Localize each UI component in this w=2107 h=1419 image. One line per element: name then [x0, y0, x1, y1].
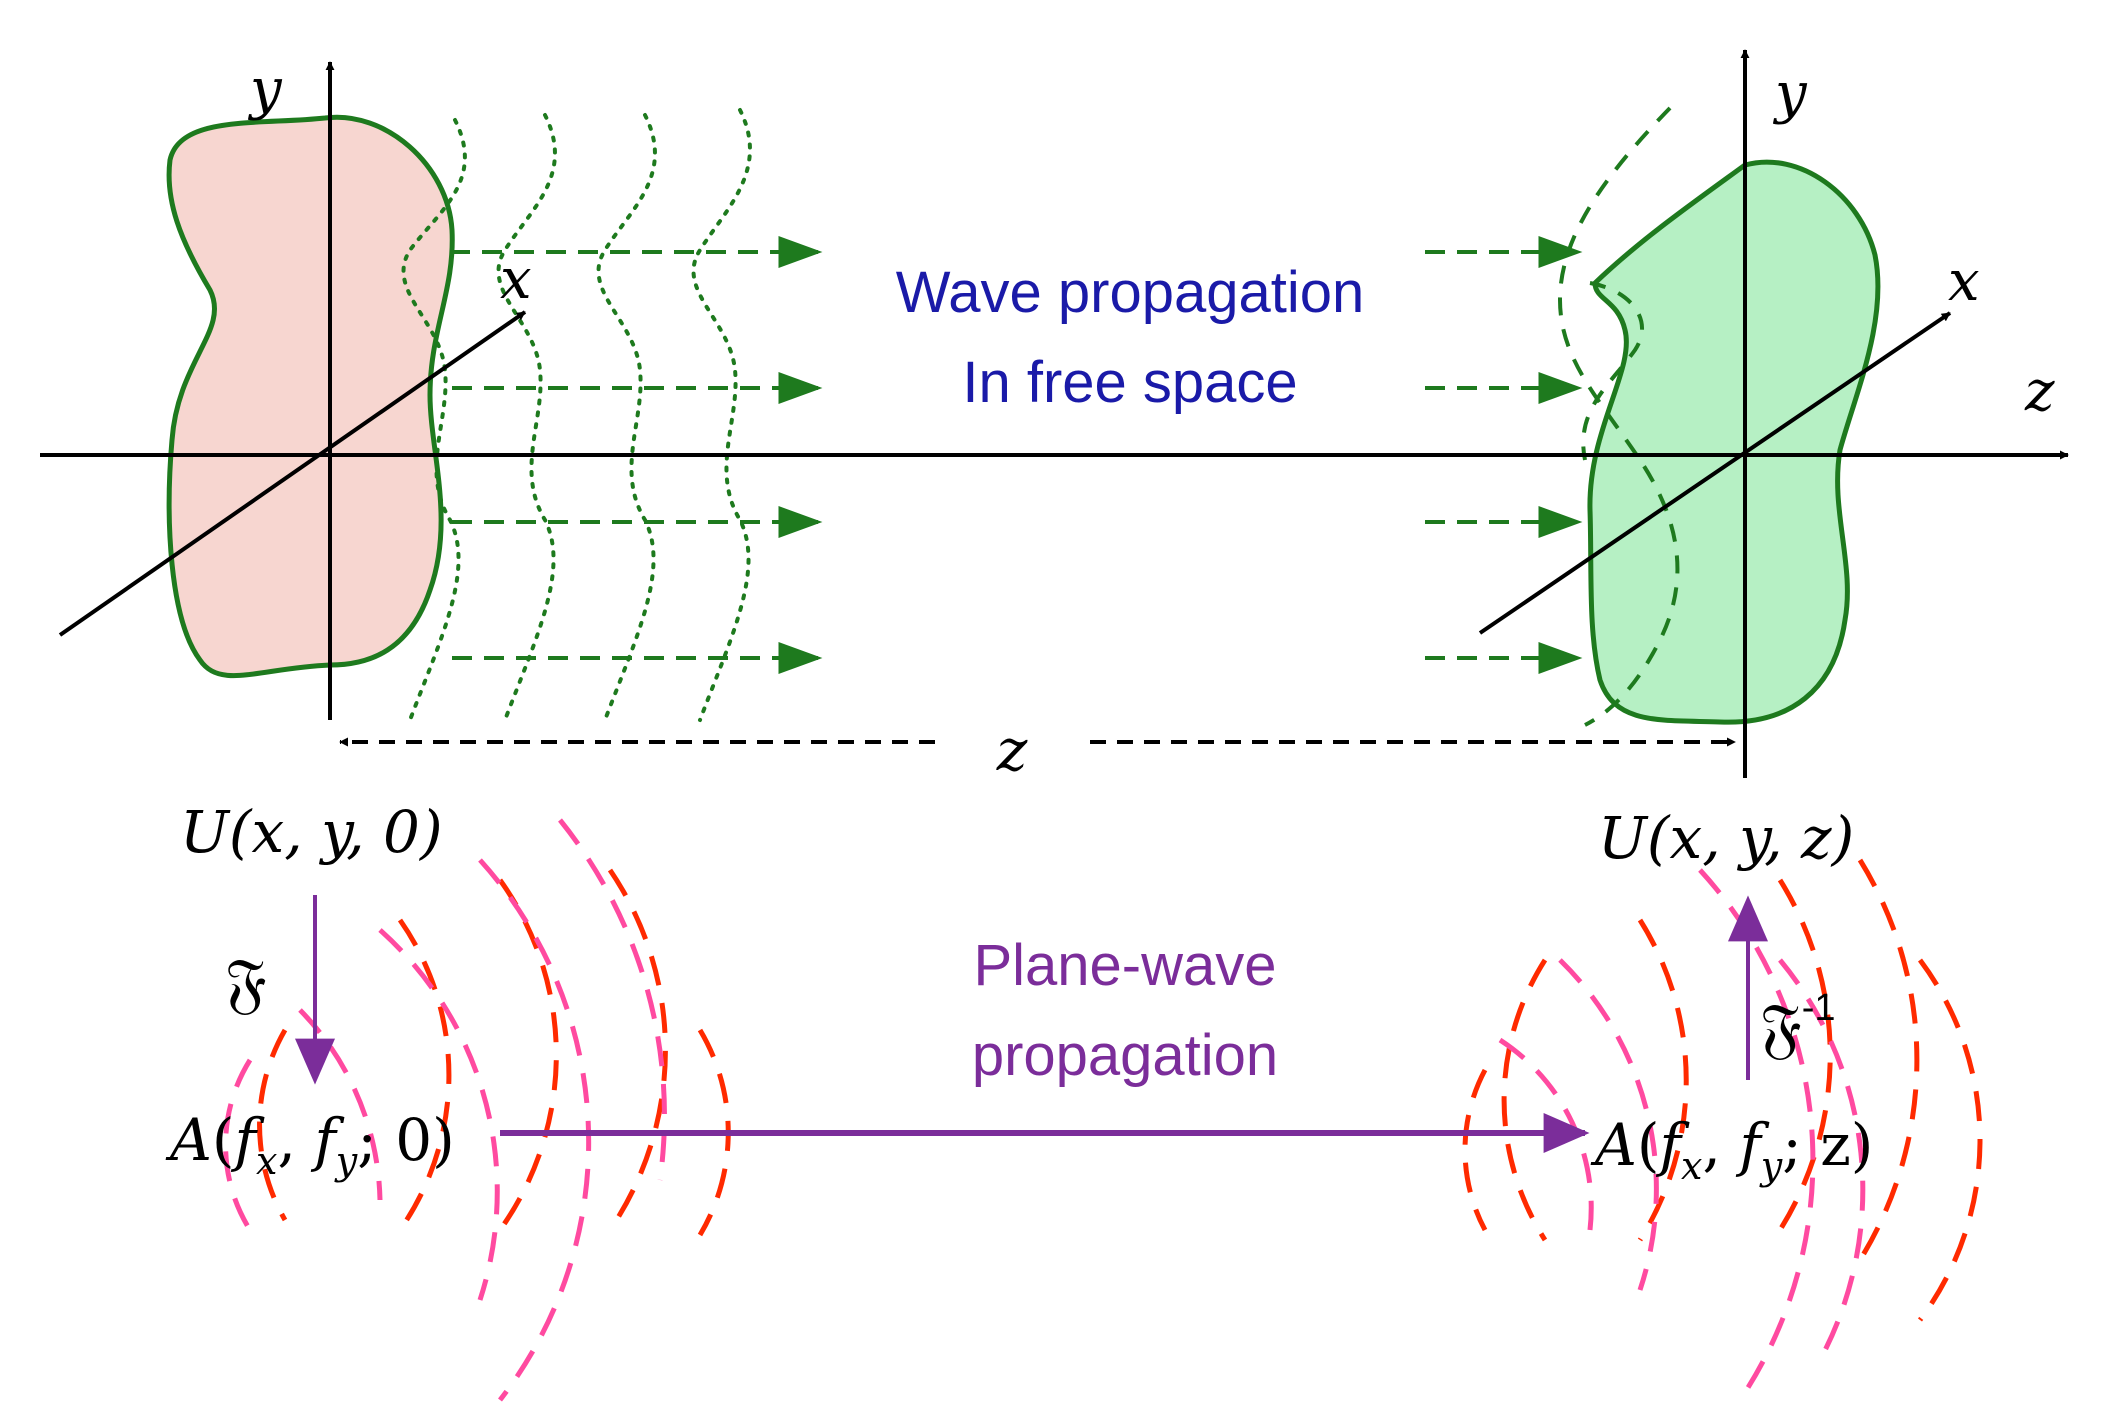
- target-dashed-wavefront-inner: [1581, 281, 1644, 461]
- plane-wave-title-line2: propagation: [972, 1023, 1278, 1088]
- right-arc-red-2: [1501, 958, 1548, 1242]
- target-plane: y x: [1478, 49, 1980, 778]
- right-arc-red-1: [1462, 1068, 1488, 1232]
- left-arc-pink-2: [378, 928, 500, 1301]
- right-arc-red-4: [1777, 878, 1833, 1232]
- right-spectrum-arcs: [1462, 858, 1983, 1402]
- source-x-label: x: [500, 247, 532, 312]
- source-x-axis: [58, 310, 527, 637]
- left-arc-red-3: [497, 878, 559, 1232]
- right-arc-red-5: [1857, 858, 1920, 1262]
- fourier-transform-symbol: 𝔉: [225, 944, 267, 1021]
- target-y-label: y: [1772, 61, 1808, 126]
- distance-z-label: z: [996, 716, 1028, 784]
- wave-propagation-title-line1: Wave propagation: [896, 260, 1365, 325]
- left-arc-pink-3: [478, 858, 592, 1402]
- target-field-label: U(x, y, z): [1598, 804, 1854, 872]
- left-spectrum-arcs: [223, 818, 731, 1402]
- z-axis-label: z: [2024, 359, 2055, 424]
- left-arc-red-2: [397, 918, 452, 1232]
- source-y-label: y: [247, 57, 283, 122]
- source-plane: y x: [58, 57, 752, 722]
- right-arc-pink-3: [1698, 868, 1816, 1402]
- inverse-fourier-transform-symbol: 𝔉-1: [1760, 987, 1836, 1066]
- source-spectrum-label: A(fx, fy; 0): [165, 1106, 455, 1183]
- right-arc-pink-2: [1558, 958, 1659, 1291]
- target-x-label: x: [1948, 249, 1980, 314]
- wave-propagation-title-line2: In free space: [962, 350, 1297, 415]
- source-dotted-wavefronts: [401, 108, 752, 722]
- wavefront-4: [691, 108, 752, 722]
- left-arc-pink-1: [298, 1008, 383, 1201]
- wavefront-2: [496, 113, 557, 722]
- left-arc-red-1: [257, 1028, 288, 1222]
- target-x-axis: [1478, 311, 1952, 635]
- outgoing-wave-arrows: [450, 236, 823, 674]
- right-arc-red-6: [1917, 958, 1983, 1322]
- source-aperture-shape: [166, 114, 455, 679]
- left-arc-pink-4: [558, 818, 667, 1181]
- wavefront-1: [401, 118, 467, 722]
- right-arc-pink-4: [1778, 958, 1866, 1362]
- distance-indicator: z: [339, 716, 1736, 784]
- incoming-wave-arrows: [1425, 236, 1583, 674]
- right-arc-red-3: [1637, 918, 1689, 1242]
- source-field-label: U(x, y, 0): [180, 798, 443, 866]
- plane-wave-title-line1: Plane-wave: [973, 933, 1276, 998]
- target-aperture-shape: [1587, 159, 1881, 725]
- left-arc-pink-5: [223, 1058, 253, 1232]
- target-spectrum-label: A(fx, fy; z): [1590, 1111, 1873, 1188]
- left-arc-red-4: [607, 868, 668, 1232]
- wavefront-3: [596, 113, 657, 722]
- target-dashed-wavefront: [1557, 106, 1680, 727]
